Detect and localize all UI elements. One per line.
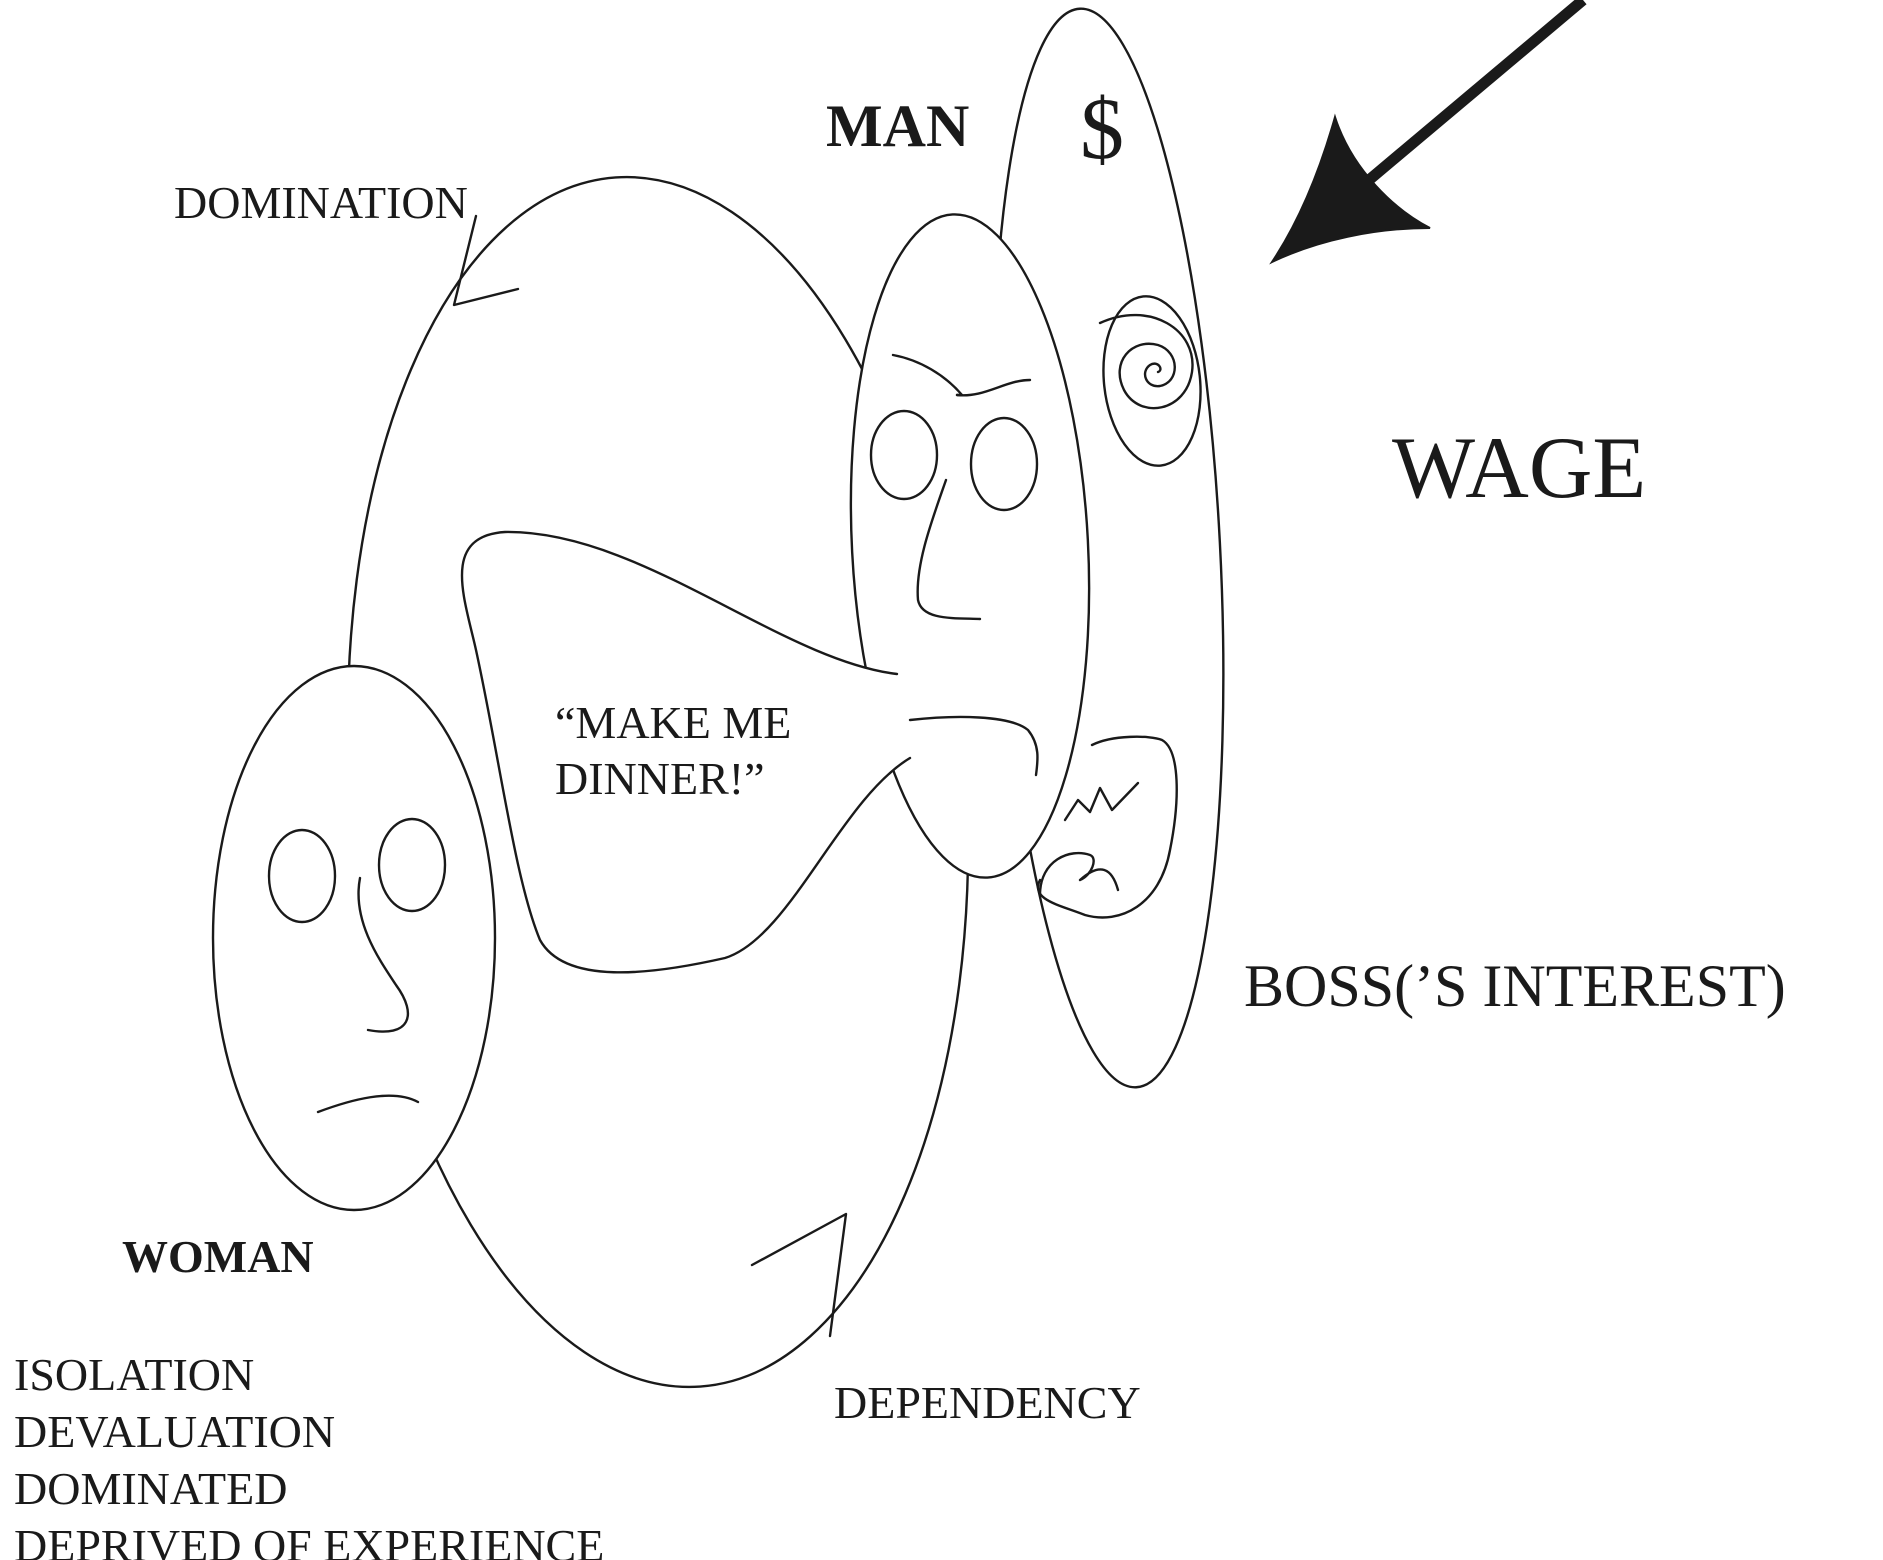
list-item: DEVALUATION bbox=[14, 1403, 604, 1460]
dependency-pointer bbox=[752, 1214, 846, 1336]
boss-spiral-eye bbox=[1100, 315, 1193, 408]
boss-label: BOSS(’S INTEREST) bbox=[1244, 956, 1786, 1016]
woman-label: WOMAN bbox=[122, 1234, 314, 1280]
domination-label: DOMINATION bbox=[174, 180, 468, 226]
speech-text: “MAKE ME DINNER!” bbox=[555, 695, 791, 807]
woman-head bbox=[213, 666, 495, 1210]
domination-pointer bbox=[454, 216, 518, 305]
list-item: DOMINATED bbox=[14, 1460, 604, 1517]
wage-label: WAGE bbox=[1392, 425, 1646, 513]
list-item: ISOLATION bbox=[14, 1346, 604, 1403]
woman-conditions-list: ISOLATION DEVALUATION DOMINATED DEPRIVED… bbox=[14, 1346, 604, 1560]
dependency-label: DEPENDENCY bbox=[834, 1380, 1141, 1426]
man-label: MAN bbox=[826, 96, 969, 156]
boss-mouth bbox=[1040, 853, 1118, 895]
boss-teeth bbox=[1065, 783, 1138, 820]
dollar-sign: $ bbox=[1080, 86, 1124, 174]
wage-arrow bbox=[1272, 0, 1583, 262]
list-item: DEPRIVED OF EXPERIENCE bbox=[14, 1517, 604, 1560]
arrow-head-icon bbox=[1272, 117, 1430, 262]
